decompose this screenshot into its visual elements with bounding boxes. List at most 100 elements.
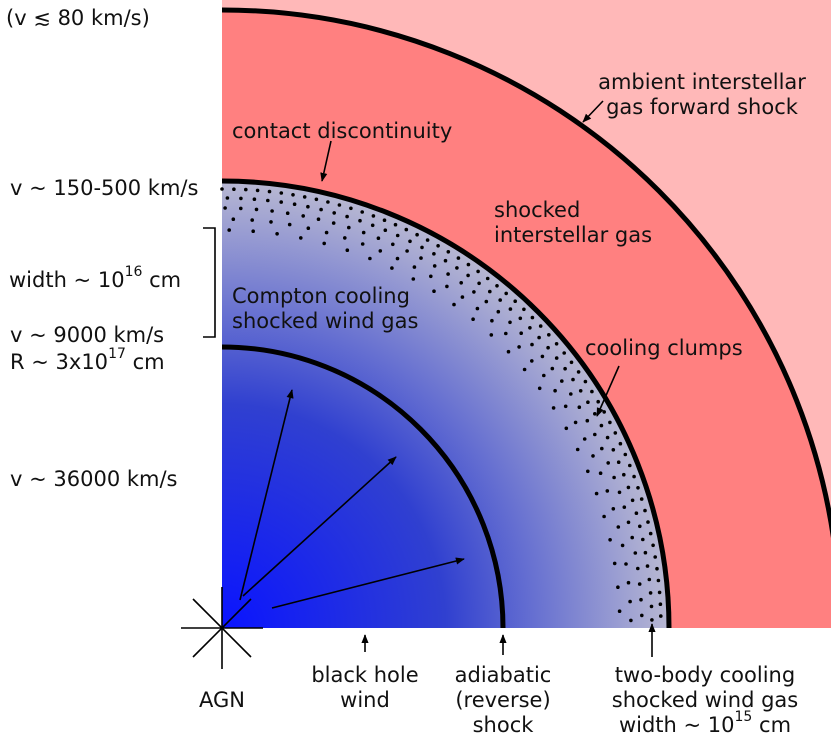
cooling-clump-dot bbox=[476, 269, 480, 274]
cooling-clump-dot bbox=[360, 242, 365, 246]
cooling-clump-dot bbox=[616, 460, 621, 465]
cooling-clump-dot bbox=[485, 276, 490, 281]
radius-label: R ~ 3x1017 cm bbox=[10, 346, 165, 374]
shock-velocity-label: v ~ 9000 km/s bbox=[10, 323, 165, 347]
cooling-clump-dot bbox=[608, 420, 612, 425]
two-body-cooling-label: two-body cooling shocked wind gas width … bbox=[611, 663, 799, 737]
cooling-clump-dot bbox=[594, 491, 599, 496]
cooling-clump-dot bbox=[254, 207, 259, 212]
cooling-clump-dot bbox=[598, 471, 603, 476]
cooling-clump-dot bbox=[638, 524, 642, 529]
cooling-clump-dot bbox=[554, 356, 559, 360]
cooling-clump-dot bbox=[585, 418, 590, 423]
cooling-clump-dot bbox=[429, 274, 433, 279]
cooling-clump-dot bbox=[316, 217, 321, 221]
wind-velocity-label: v ~ 36000 km/s bbox=[10, 467, 178, 491]
cooling-clump-dot bbox=[612, 475, 616, 480]
cooling-clump-dot bbox=[569, 360, 574, 365]
cooling-clump-dot bbox=[275, 232, 279, 236]
cooling-clump-dot bbox=[279, 200, 284, 204]
cooling-clump-dot bbox=[314, 197, 319, 202]
cooling-clump-dot bbox=[599, 423, 604, 428]
cooling-clump-dot bbox=[605, 489, 610, 493]
shocked-interstellar-label: shocked interstellar gas bbox=[494, 198, 653, 247]
cooling-clump-dot bbox=[266, 198, 270, 203]
cooling-clump-dot bbox=[596, 399, 600, 404]
cooling-clump-dot bbox=[546, 345, 550, 350]
cooling-clump-dot bbox=[656, 578, 661, 583]
cooling-clump-dot bbox=[616, 585, 620, 589]
cooling-clump-dot bbox=[411, 277, 416, 281]
cooling-clump-dot bbox=[419, 256, 423, 260]
contact-velocity-label: v ~ 150-500 km/s bbox=[10, 176, 199, 200]
cooling-clump-dot bbox=[586, 469, 590, 474]
cooling-clump-dot bbox=[655, 566, 659, 571]
cooling-clump-dot bbox=[445, 284, 449, 289]
contact-discontinuity-line bbox=[221, 178, 672, 629]
cooling-clump-dot bbox=[519, 331, 523, 336]
cooling-clump-dot bbox=[645, 564, 650, 568]
wind-arrow bbox=[271, 557, 465, 609]
cooling-clump-dot bbox=[391, 242, 395, 247]
cooling-clump-dot bbox=[292, 202, 297, 206]
cooling-clump-dot bbox=[576, 370, 581, 374]
cooling-clump-dot bbox=[408, 239, 412, 244]
cooling-clump-dot bbox=[376, 236, 381, 240]
outer-velocity-label: (v ≲ 80 km/s) bbox=[6, 6, 150, 30]
cooling-clump-dot bbox=[564, 426, 569, 431]
cooling-clump-dot bbox=[331, 221, 336, 225]
cooling-clump-dot bbox=[337, 203, 342, 207]
cooling-clump-dot bbox=[475, 306, 480, 311]
cooling-clump-dot bbox=[345, 214, 349, 219]
cooling-clump-dot bbox=[287, 222, 292, 227]
cooling-clump-dot bbox=[583, 379, 588, 384]
cooling-clump-dot bbox=[650, 618, 654, 622]
cooling-clump-dot bbox=[250, 218, 254, 222]
cooling-clump-dot bbox=[513, 299, 517, 304]
cooling-clump-dot bbox=[522, 307, 526, 312]
forward-shock-line bbox=[221, 7, 831, 540]
cooling-clump-dot bbox=[612, 561, 617, 566]
cooling-clump-dot bbox=[496, 309, 501, 314]
cooling-clump-dot bbox=[626, 520, 631, 525]
cooling-clump-dot bbox=[602, 410, 606, 414]
cooling-clump-dot bbox=[466, 262, 471, 267]
cooling-clump-dot bbox=[618, 441, 623, 446]
cooling-clump-dot bbox=[371, 214, 376, 218]
wind-arrow bbox=[242, 456, 397, 597]
compton-cooling-label: Compton cooling shocked wind gas bbox=[232, 284, 419, 333]
cooling-clump-dot bbox=[504, 291, 509, 296]
cooling-clump-dot bbox=[291, 193, 295, 197]
cooling-clump-dot bbox=[395, 256, 400, 261]
cooling-clump-dot bbox=[255, 188, 260, 193]
cooling-clump-dot bbox=[477, 281, 481, 286]
cooling-clump-dot bbox=[504, 331, 508, 336]
cooling-clump-dot bbox=[232, 187, 236, 191]
cooling-clump-dot bbox=[446, 272, 450, 276]
cooling-clump-dot bbox=[326, 200, 330, 204]
cooling-clump-dot bbox=[608, 538, 612, 542]
cooling-clump-dot bbox=[432, 264, 437, 268]
cooling-clump-dot bbox=[443, 258, 448, 263]
cooling-clump-dot bbox=[626, 485, 631, 490]
cooling-clump-dot bbox=[605, 435, 610, 440]
cooling-clump-dot bbox=[624, 562, 628, 566]
cooling-clump-dot bbox=[324, 230, 329, 235]
cooling-clump-dot bbox=[641, 537, 645, 542]
cooling-clump-dot bbox=[239, 206, 243, 211]
cooling-clump-dot bbox=[420, 245, 424, 250]
cooling-clump-dot bbox=[617, 490, 622, 495]
cooling-clump-dot bbox=[646, 520, 650, 524]
cooling-clump-dot bbox=[239, 196, 243, 201]
cooling-clump-dot bbox=[231, 217, 236, 221]
cooling-clump-dot bbox=[225, 196, 230, 200]
cooling-clump-dot bbox=[358, 218, 362, 223]
cooling-clump-dot bbox=[285, 211, 290, 215]
cooling-clump-dot bbox=[370, 223, 375, 228]
cooling-clump-dot bbox=[575, 447, 580, 452]
cooling-clump-dot bbox=[530, 359, 534, 363]
cooling-clump-dot bbox=[360, 210, 365, 214]
regions bbox=[222, 0, 831, 628]
cooling-clump-dot bbox=[432, 289, 436, 294]
